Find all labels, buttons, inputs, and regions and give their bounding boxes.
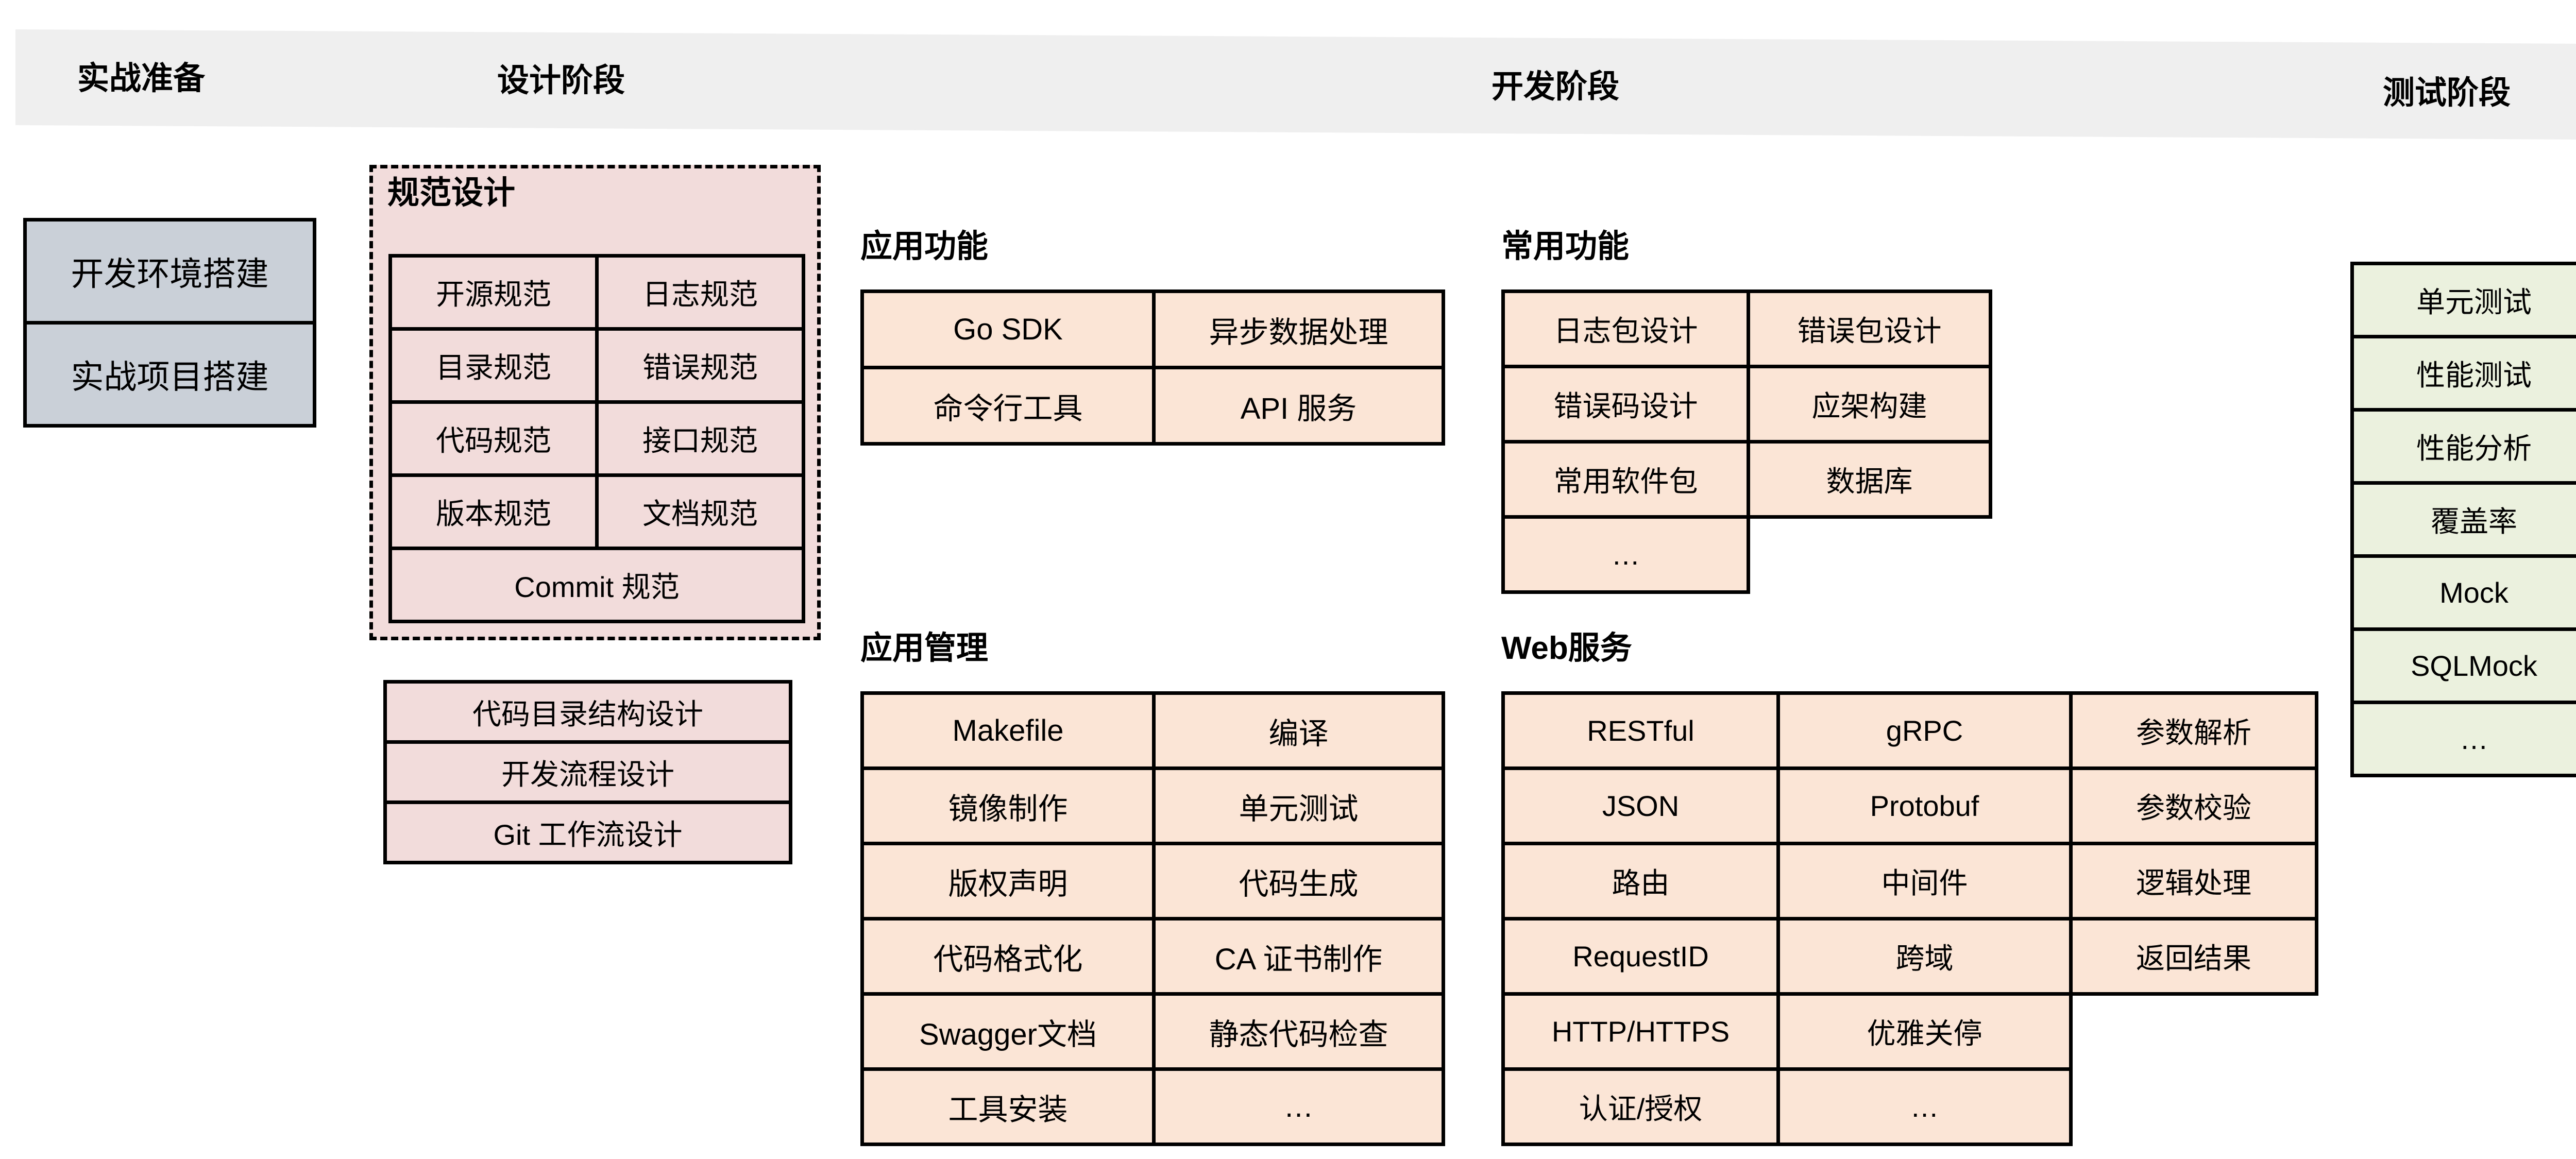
web-cell: 跨域 (1776, 917, 2073, 996)
web-cell: 返回结果 (2069, 917, 2318, 996)
testing-cell: Mock (2350, 554, 2576, 631)
web-cell: … (1776, 1067, 2073, 1146)
common-features-table: 日志包设计 错误包设计 错误码设计 应架构建 常用软件包 数据库 … (1501, 289, 1992, 594)
spec-design-title: 规范设计 (387, 175, 516, 211)
testing-table: 单元测试 性能测试 性能分析 覆盖率 Mock SQLMock … (2350, 262, 2576, 777)
web-cell: gRPC (1776, 691, 2073, 770)
web-service-table: RESTful gRPC 参数解析 JSON Protobuf 参数校验 路由 … (1501, 691, 2318, 1146)
web-cell: Protobuf (1776, 766, 2073, 845)
app-management-title: 应用管理 (860, 630, 989, 666)
spec-cell: 日志规范 (595, 254, 805, 331)
design-extra-cell: Git 工作流设计 (383, 800, 792, 864)
app-mgmt-cell: Swagger文档 (860, 992, 1156, 1071)
app-mgmt-cell: 编译 (1152, 691, 1445, 770)
app-mgmt-cell: … (1152, 1067, 1445, 1146)
testing-cell: SQLMock (2350, 627, 2576, 704)
common-cell: 数据库 (1747, 440, 1992, 519)
app-mgmt-cell: 代码生成 (1152, 842, 1445, 921)
stage-label-test: 测试阶段 (2383, 75, 2511, 111)
app-mgmt-cell: 工具安装 (860, 1067, 1156, 1146)
app-features-cell: Go SDK (860, 289, 1156, 369)
stage-label-develop: 开发阶段 (1492, 69, 1620, 105)
web-cell: JSON (1501, 766, 1780, 845)
web-cell: 参数解析 (2069, 691, 2318, 770)
common-cell: 应架构建 (1747, 365, 1992, 444)
app-mgmt-cell: CA 证书制作 (1152, 917, 1445, 996)
spec-cell: 接口规范 (595, 400, 805, 477)
app-mgmt-cell: Makefile (860, 691, 1156, 770)
stage-label-prep: 实战准备 (77, 61, 206, 96)
app-features-table: Go SDK 异步数据处理 命令行工具 API 服务 (860, 289, 1445, 446)
prep-cell: 实战项目搭建 (23, 321, 316, 428)
spec-cell: 版本规范 (388, 473, 599, 550)
common-cell: 错误码设计 (1501, 365, 1750, 444)
spec-commit-cell: Commit 规范 (388, 547, 805, 623)
app-features-cell: 命令行工具 (860, 366, 1156, 446)
app-mgmt-cell: 版权声明 (860, 842, 1156, 921)
web-cell: RequestID (1501, 917, 1780, 996)
app-management-table: Makefile 编译 镜像制作 单元测试 版权声明 代码生成 代码格式化 CA… (860, 691, 1445, 1146)
web-cell: RESTful (1501, 691, 1780, 770)
app-mgmt-cell: 代码格式化 (860, 917, 1156, 996)
web-cell: 优雅关停 (1776, 992, 2073, 1071)
spec-cell: 目录规范 (388, 327, 599, 404)
testing-cell: … (2350, 701, 2576, 777)
common-features-title: 常用功能 (1501, 229, 1630, 264)
spec-design-table: 开源规范 日志规范 目录规范 错误规范 代码规范 接口规范 版本规范 文档规范 … (388, 254, 805, 623)
web-cell: 中间件 (1776, 842, 2073, 921)
testing-cell: 性能分析 (2350, 408, 2576, 485)
stage-label-design: 设计阶段 (497, 63, 625, 98)
testing-cell: 单元测试 (2350, 262, 2576, 338)
spec-cell: 文档规范 (595, 473, 805, 550)
design-extra-cell: 开发流程设计 (383, 740, 792, 804)
app-features-cell: 异步数据处理 (1152, 289, 1445, 369)
common-cell: 常用软件包 (1501, 440, 1750, 519)
prep-table: 开发环境搭建 实战项目搭建 (23, 218, 316, 428)
web-cell: 参数校验 (2069, 766, 2318, 845)
web-service-title: Web服务 (1501, 630, 1632, 666)
common-cell: 日志包设计 (1501, 289, 1750, 368)
process-arrow-shape (15, 29, 2576, 140)
web-cell: 路由 (1501, 842, 1780, 921)
app-mgmt-cell: 静态代码检查 (1152, 992, 1445, 1071)
spec-cell: 开源规范 (388, 254, 599, 331)
prep-cell: 开发环境搭建 (23, 218, 316, 325)
testing-cell: 性能测试 (2350, 335, 2576, 412)
app-mgmt-cell: 单元测试 (1152, 766, 1445, 845)
app-features-cell: API 服务 (1152, 366, 1445, 446)
spec-cell: 代码规范 (388, 400, 599, 477)
design-extra-cell: 代码目录结构设计 (383, 680, 792, 744)
design-extra-table: 代码目录结构设计 开发流程设计 Git 工作流设计 (383, 680, 792, 864)
app-features-title: 应用功能 (860, 229, 989, 264)
common-cell: 错误包设计 (1747, 289, 1992, 368)
app-mgmt-cell: 镜像制作 (860, 766, 1156, 845)
web-cell: HTTP/HTTPS (1501, 992, 1780, 1071)
web-cell: 认证/授权 (1501, 1067, 1780, 1146)
web-cell: 逻辑处理 (2069, 842, 2318, 921)
testing-cell: 覆盖率 (2350, 481, 2576, 558)
common-more-cell: … (1501, 515, 1750, 594)
spec-cell: 错误规范 (595, 327, 805, 404)
